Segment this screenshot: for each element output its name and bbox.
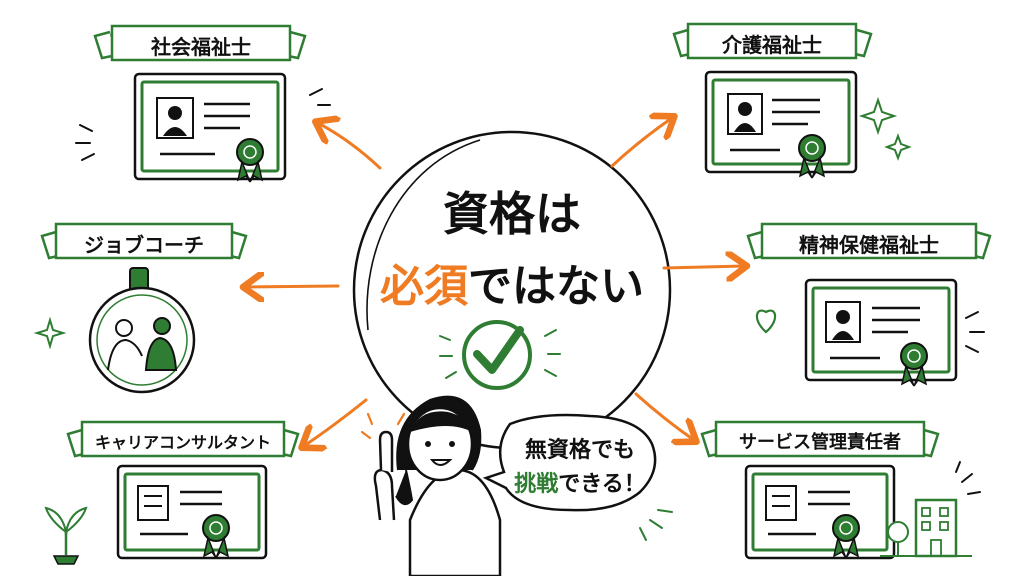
- label-care-welfare: 介護福祉士: [722, 33, 822, 57]
- arrow-to-mental-health: [662, 266, 744, 268]
- sparkle-icon: [858, 96, 898, 136]
- arrow-to-care-welfare: [610, 118, 672, 168]
- card-social-welfare: [75, 24, 331, 183]
- arrow-to-service-manager: [634, 392, 694, 440]
- card-mental-health: [746, 222, 992, 387]
- label-career-consultant: キャリアコンサルタント: [94, 433, 271, 452]
- headline-line1: 資格は: [443, 187, 581, 241]
- speech-rest: できる！: [558, 472, 646, 497]
- headline-rest: ではない: [468, 261, 644, 312]
- speech-line2: 挑戦できる！: [506, 466, 654, 498]
- arrow-to-job-coach: [246, 286, 340, 287]
- card-career-consultant: [44, 420, 300, 565]
- label-mental-health: 精神保健福祉士: [799, 233, 939, 257]
- sparkle-icon: [33, 316, 67, 350]
- headline-accent: 必須: [380, 261, 468, 312]
- label-social-welfare: 社会福祉士: [151, 35, 251, 59]
- building-icon: [880, 498, 972, 558]
- card-job-coach: [33, 222, 248, 394]
- speech-accent: 挑戦: [514, 472, 559, 497]
- speech-bubble: [482, 413, 673, 541]
- speech-line1: 無資格でも: [524, 438, 635, 463]
- arrows: [246, 118, 744, 446]
- headline-line2: 必須ではない: [352, 250, 672, 314]
- arrow-to-social-welfare: [318, 123, 382, 170]
- arrow-to-career-consultant: [304, 398, 368, 446]
- heart-icon: [755, 309, 777, 334]
- label-job-coach: ジョブコーチ: [84, 233, 204, 257]
- person-illustration: [360, 395, 502, 578]
- label-service-manager: サービス管理責任者: [739, 432, 901, 453]
- sprout-icon: [44, 506, 88, 565]
- card-service-manager: [700, 420, 981, 560]
- card-care-welfare: [672, 22, 912, 179]
- check-icon: [439, 320, 561, 390]
